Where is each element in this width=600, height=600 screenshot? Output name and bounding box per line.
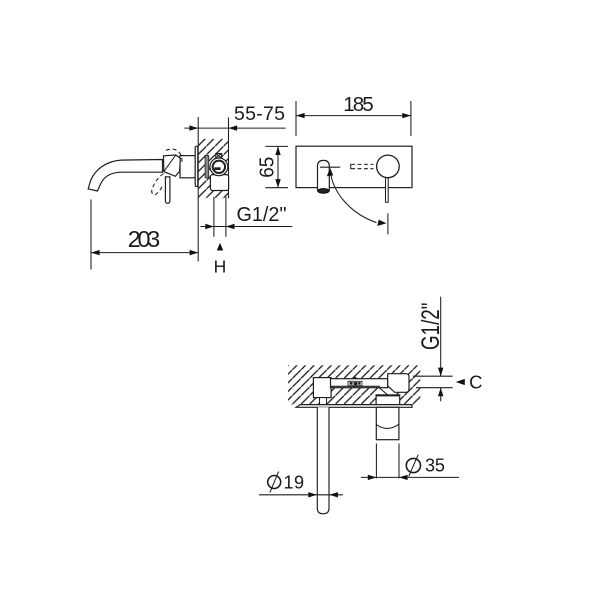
svg-text:185: 185: [343, 93, 374, 116]
svg-text:55-75: 55-75: [234, 103, 285, 125]
svg-text:35: 35: [425, 456, 445, 476]
svg-text:H: H: [214, 257, 227, 277]
svg-text:G1/2": G1/2": [417, 303, 445, 351]
svg-text:G1/2": G1/2": [237, 203, 287, 226]
svg-text:203: 203: [128, 226, 161, 252]
svg-text:19: 19: [284, 473, 305, 493]
svg-text:C: C: [469, 372, 482, 393]
svg-text:65: 65: [256, 157, 278, 178]
